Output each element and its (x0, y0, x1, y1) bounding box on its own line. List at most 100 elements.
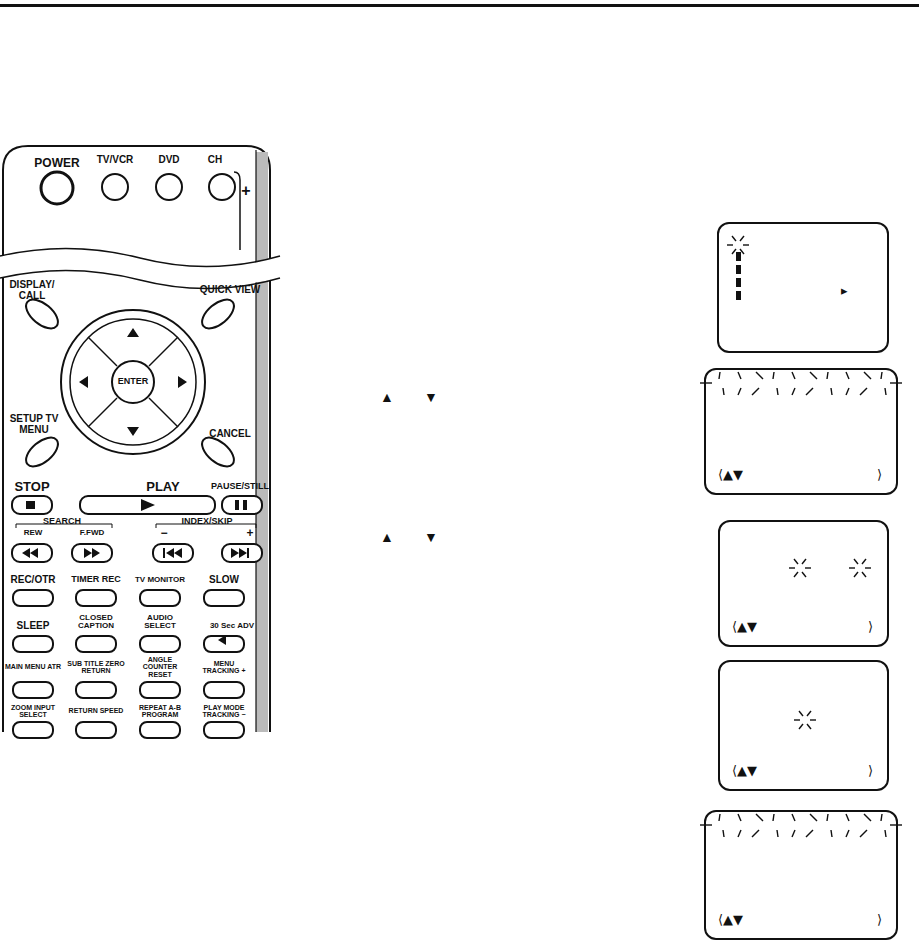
button-label: SLEEP (17, 621, 50, 632)
blink-mark (854, 559, 858, 564)
button-label: STOP (14, 480, 49, 494)
remote-button (76, 682, 116, 698)
button-label: AUDIO SELECT (134, 614, 186, 631)
blink-mark (727, 244, 733, 245)
blink-mark (862, 572, 866, 577)
blink-mark (881, 372, 882, 379)
blink-mark (860, 388, 867, 395)
blink-mark (805, 567, 811, 568)
button-label: CANCEL (209, 429, 251, 440)
blink-mark (723, 830, 724, 837)
blink-mark (794, 559, 798, 564)
button-label: TV/VCR (97, 155, 134, 166)
screen-text: ▸ (841, 284, 848, 297)
remote-button (13, 636, 53, 652)
remote-button (140, 636, 180, 652)
blink-mark (890, 824, 902, 825)
button-label: SUB TITLE ZERO RETURN (67, 660, 125, 675)
button-label: POWER (34, 157, 79, 170)
remote-button (140, 682, 180, 698)
button-label: REPEAT A-B PROGRAM (131, 704, 189, 719)
blink-mark (890, 382, 902, 383)
blink-mark (777, 830, 778, 837)
button-label: DISPLAY/ CALL (1, 280, 63, 301)
remote-button (204, 682, 244, 698)
blink-mark (732, 249, 736, 254)
blink-mark (719, 814, 720, 821)
blink-mark (752, 830, 759, 837)
button-label: CH (208, 155, 222, 166)
blink-mark (860, 830, 867, 837)
blink-mark (738, 388, 741, 395)
screen-text: ⟨▲▼ (732, 764, 757, 777)
arrow-key-symbol: ▲ (380, 390, 394, 405)
button-label: MAIN MENU ATR (4, 663, 62, 670)
blink-mark (732, 236, 736, 241)
blink-mark (854, 572, 858, 577)
button-label: TIMER REC (71, 575, 121, 584)
blink-mark (846, 372, 849, 379)
button-label: SLOW (209, 575, 239, 586)
blink-mark (700, 824, 712, 825)
blink-mark (777, 388, 778, 395)
blink-mark (738, 814, 741, 821)
remote-button (204, 590, 244, 606)
blink-mark (802, 572, 806, 577)
tv-screen: ⟨▲▼ ⟩ (718, 520, 889, 647)
blink-mark (810, 372, 817, 379)
blink-mark (799, 711, 803, 716)
blink-mark (885, 388, 886, 395)
button-label: DVD (158, 155, 179, 166)
remote-button (76, 636, 116, 652)
blink-mark (773, 814, 774, 821)
blink-mark (723, 388, 724, 395)
screen-text: ⟩ (868, 620, 873, 633)
remote-body (3, 146, 270, 732)
power-button (41, 172, 73, 204)
button-label: RETURN SPEED (67, 707, 125, 714)
blink-mark (700, 382, 712, 383)
button-label: PAUSE/STILL (211, 482, 269, 491)
screen-text: ⟩ (877, 913, 882, 926)
remote-button (76, 722, 116, 738)
button-label: INDEX/SKIP (181, 517, 232, 526)
blink-mark (885, 830, 886, 837)
blink-mark (846, 814, 849, 821)
blink-mark (794, 719, 800, 720)
blink-mark (752, 388, 759, 395)
remote-button (140, 590, 180, 606)
blink-mark (756, 814, 763, 821)
button-label: + (241, 183, 250, 200)
blink-mark (799, 724, 803, 729)
arrow-key-symbol: ▲ (380, 530, 394, 545)
screen-text: ⟩ (868, 764, 873, 777)
header-rule (0, 4, 919, 7)
blink-mark (864, 372, 871, 379)
blink-mark (802, 559, 806, 564)
blink-mark (865, 567, 871, 568)
blink-mark (846, 388, 849, 395)
blink-mark (789, 567, 795, 568)
blink-mark (792, 830, 795, 837)
blink-mark (806, 388, 813, 395)
blink-mark (792, 372, 795, 379)
button-label: MENU TRACKING + (195, 660, 253, 675)
remote-button (13, 590, 53, 606)
remote-button (76, 590, 116, 606)
blink-mark (743, 244, 749, 245)
blink-mark (807, 711, 811, 716)
blink-mark (740, 236, 744, 241)
screen-text: ⟨▲▼ (718, 468, 743, 481)
blink-mark (810, 719, 816, 720)
button-label: REC/OTR (11, 575, 56, 586)
blink-mark (794, 572, 798, 577)
button-label: PLAY (146, 480, 179, 494)
dpad (61, 310, 205, 454)
button-label: 30 Sec ADV (210, 622, 254, 630)
blink-mark (849, 567, 855, 568)
button-label: + (246, 527, 253, 540)
tv-screen: ⟨▲▼ ⟩ (718, 660, 889, 791)
screen-text: ⟨▲▼ (732, 620, 757, 633)
tv-screen: ⟨▲▼⟩ (704, 368, 898, 495)
